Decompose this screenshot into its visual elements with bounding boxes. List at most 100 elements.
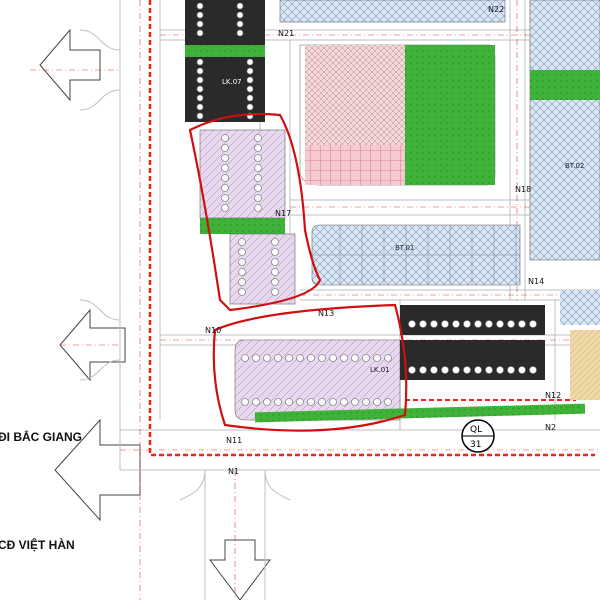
lot-marker	[196, 103, 204, 111]
direction-viet-han: CĐ VIỆT HÀN	[0, 537, 75, 552]
lot-marker	[241, 398, 249, 406]
lot-marker	[285, 354, 293, 362]
lot-marker	[384, 354, 392, 362]
highway-number: 31	[470, 440, 481, 450]
lot-marker	[238, 238, 246, 246]
lot-marker	[236, 2, 244, 10]
park-parcels	[299, 44, 496, 186]
lot-marker	[196, 11, 204, 19]
lot-marker	[441, 320, 449, 328]
lot-marker	[271, 288, 279, 296]
lot-marker	[196, 85, 204, 93]
road-label-n22: N22	[488, 5, 504, 14]
lot-marker	[507, 320, 515, 328]
lot-marker	[408, 320, 416, 328]
block-lk07-pink	[199, 129, 296, 305]
lot-marker	[254, 154, 262, 162]
lot-marker	[307, 398, 315, 406]
block-right-bottom	[560, 290, 600, 400]
lot-marker	[246, 58, 254, 66]
lot-marker	[221, 134, 229, 142]
lot-marker	[236, 20, 244, 28]
lot-marker	[236, 11, 244, 19]
lot-marker	[307, 354, 315, 362]
lot-marker	[238, 268, 246, 276]
road-label-n12: N12	[545, 391, 561, 400]
lot-marker	[221, 174, 229, 182]
lot-marker	[271, 278, 279, 286]
lot-marker	[196, 2, 204, 10]
lot-marker	[254, 174, 262, 182]
block-top-blue	[279, 0, 600, 261]
lot-marker	[296, 398, 304, 406]
road-label-n13: N13	[318, 309, 334, 318]
lot-marker	[246, 67, 254, 75]
lot-marker	[463, 320, 471, 328]
lot-marker	[236, 29, 244, 37]
lot-marker	[419, 320, 427, 328]
block-label-lk01: LK.01	[370, 366, 390, 374]
block-label-lk07: LK.07	[222, 78, 242, 86]
lot-marker	[196, 20, 204, 28]
lot-marker	[271, 238, 279, 246]
lot-marker	[238, 278, 246, 286]
lot-marker	[518, 320, 526, 328]
lot-marker	[221, 154, 229, 162]
road-label-n10: N10	[205, 326, 221, 335]
block-label-bt02: BT.02	[565, 162, 584, 170]
lot-marker	[362, 354, 370, 362]
lot-marker	[529, 320, 537, 328]
green-strip	[254, 403, 586, 423]
lot-marker	[452, 366, 460, 374]
road-label-n17: N17	[275, 209, 291, 218]
lot-marker	[329, 398, 337, 406]
lot-marker	[430, 320, 438, 328]
lot-marker	[254, 194, 262, 202]
lot-marker	[254, 134, 262, 142]
lot-marker	[318, 354, 326, 362]
block-lk07	[185, 0, 265, 122]
lot-marker	[496, 366, 504, 374]
lot-marker	[463, 366, 471, 374]
lot-marker	[238, 258, 246, 266]
lot-marker	[196, 58, 204, 66]
lot-marker	[296, 354, 304, 362]
road-label-n18: N18	[515, 185, 531, 194]
lot-marker	[271, 258, 279, 266]
lot-marker	[238, 248, 246, 256]
lot-marker	[507, 366, 515, 374]
lot-marker	[351, 354, 359, 362]
road-label-n11: N11	[226, 436, 242, 445]
road-label-n2: N2	[545, 423, 556, 432]
lot-marker	[252, 398, 260, 406]
lot-marker	[340, 354, 348, 362]
lot-marker	[485, 320, 493, 328]
road-label-n14: N14	[528, 277, 544, 286]
lot-marker	[452, 320, 460, 328]
lot-marker	[221, 204, 229, 212]
lot-marker	[340, 398, 348, 406]
lot-marker	[263, 354, 271, 362]
lot-marker	[373, 354, 381, 362]
highway-marker	[461, 419, 495, 453]
lot-marker	[351, 398, 359, 406]
lot-marker	[254, 184, 262, 192]
lot-marker	[496, 320, 504, 328]
highway-prefix: QL	[470, 425, 482, 435]
lot-marker	[196, 112, 204, 120]
lot-marker	[318, 398, 326, 406]
lot-marker	[196, 94, 204, 102]
lot-marker	[529, 366, 537, 374]
direction-bac-giang: ĐI BẮC GIANG	[0, 429, 82, 444]
direction-arrows	[39, 28, 271, 600]
lot-marker	[246, 85, 254, 93]
lot-marker	[373, 398, 381, 406]
road-label-n21: N21	[278, 29, 294, 38]
lot-marker	[474, 320, 482, 328]
lot-marker	[221, 184, 229, 192]
lot-marker	[518, 366, 526, 374]
lot-marker	[254, 204, 262, 212]
lot-marker	[246, 103, 254, 111]
